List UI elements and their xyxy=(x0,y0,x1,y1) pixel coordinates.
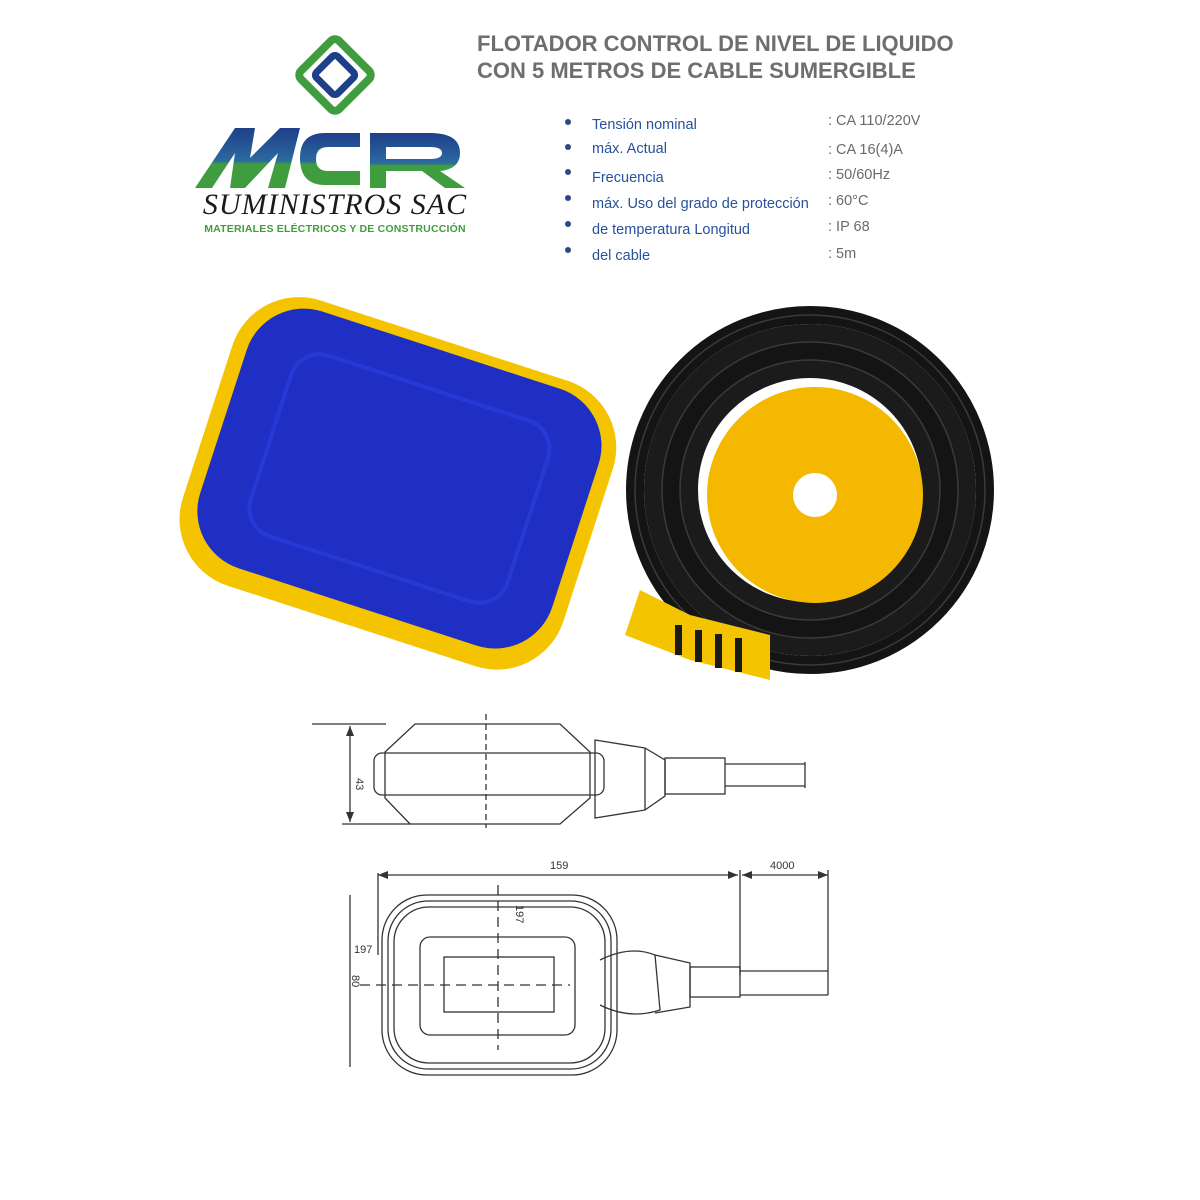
spec-value: : CA 110/220V xyxy=(828,113,921,129)
dimension-width: 80 xyxy=(349,975,361,987)
spec-item: Frecuencia : 50/60Hz xyxy=(565,167,965,189)
spec-label: de temperatura Longitud xyxy=(592,222,750,238)
spec-label: Frecuencia xyxy=(592,170,664,186)
bullet-icon xyxy=(565,247,571,253)
product-photo xyxy=(179,297,994,680)
spec-item: máx. Actual : CA 16(4)A xyxy=(565,141,965,164)
dimension-radius-left: 197 xyxy=(354,944,372,956)
cable-coil xyxy=(626,306,994,674)
spec-value: : 60°C xyxy=(828,193,869,209)
spec-label: máx. Uso del grado de protección xyxy=(592,196,809,212)
dimension-cable: 4000 xyxy=(770,860,794,872)
top-view-drawing: 159 4000 197 197 80 xyxy=(349,860,829,1076)
company-tagline: MATERIALES ELÉCTRICOS Y DE CONSTRUCCIÓN xyxy=(204,223,466,235)
bullet-icon xyxy=(565,221,571,227)
dimension-radius-top: 197 xyxy=(513,905,525,923)
spec-value: : 5m xyxy=(828,246,857,262)
side-view-drawing: 43 xyxy=(312,714,806,828)
dimension-length: 159 xyxy=(550,860,568,872)
spec-label: Tensión nominal xyxy=(592,117,697,133)
company-logo: SUMINISTROS SAC MATERIALES ELÉCTRICOS Y … xyxy=(190,28,480,243)
spec-value: : CA 16(4)A xyxy=(828,142,903,158)
bullet-icon xyxy=(565,195,571,201)
product-title: FLOTADOR CONTROL DE NIVEL DE LIQUIDO CON… xyxy=(477,30,954,84)
spec-item: máx. Uso del grado de protección : 60°C xyxy=(565,193,965,215)
spec-item: de temperatura Longitud : IP 68 xyxy=(565,219,965,241)
spec-label: del cable xyxy=(592,248,651,264)
spec-value: : IP 68 xyxy=(828,219,870,235)
product-title-line2: CON 5 METROS DE CABLE SUMERGIBLE xyxy=(477,58,916,83)
cable-gland xyxy=(625,590,770,680)
float-switch xyxy=(179,297,617,670)
dimension-height: 43 xyxy=(353,778,365,790)
spec-item: del cable : 5m xyxy=(565,245,965,267)
logo-wordmark xyxy=(195,128,465,188)
bullet-icon xyxy=(565,119,571,125)
spec-value: : 50/60Hz xyxy=(828,167,891,183)
cable-reel-disc xyxy=(707,387,923,603)
logo-mark-icon xyxy=(295,35,375,115)
product-title-line1: FLOTADOR CONTROL DE NIVEL DE LIQUIDO xyxy=(477,31,954,56)
spec-label: máx. Actual xyxy=(592,141,667,157)
spec-item: Tensión nominal : CA 110/220V xyxy=(565,113,965,139)
bullet-icon xyxy=(565,169,571,175)
bullet-icon xyxy=(565,144,571,150)
company-name: SUMINISTROS SAC xyxy=(202,188,468,221)
